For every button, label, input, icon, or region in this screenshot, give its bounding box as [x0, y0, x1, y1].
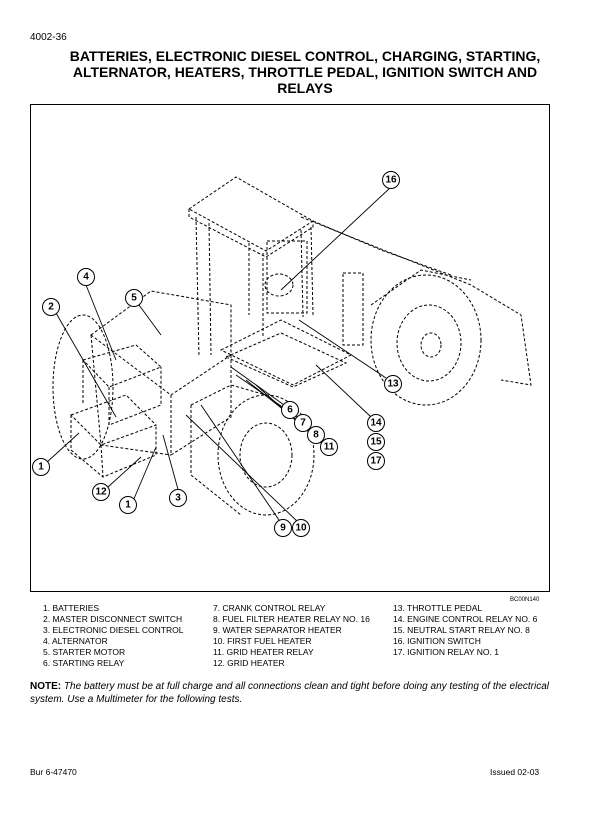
legend-column-1: 1. BATTERIES 2. MASTER DISCONNECT SWITCH…	[43, 603, 183, 668]
legend-item: 11. GRID HEATER RELAY	[213, 646, 314, 657]
callout-7: 7	[294, 414, 312, 432]
footer-doc-number: Bur 6-47470	[30, 767, 77, 777]
svg-text:14: 14	[370, 418, 382, 429]
callout-14: 14	[367, 414, 385, 432]
title-line-1: BATTERIES, ELECTRONIC DIESEL CONTROL, CH…	[69, 48, 541, 64]
callout-13: 13	[384, 375, 402, 393]
battery-box	[82, 344, 162, 388]
note-paragraph: NOTE: The battery must be at full charge…	[30, 681, 549, 706]
svg-text:13: 13	[387, 379, 399, 390]
title-line-3: RELAYS	[277, 80, 333, 96]
legend-column-2: 7. CRANK CONTROL RELAY 8. FUEL FILTER HE…	[213, 603, 370, 668]
footer-issue-date: Issued 02-03	[490, 767, 540, 777]
svg-text:3: 3	[175, 493, 181, 504]
callout-1: 1	[32, 458, 50, 476]
page-number: 4002-36	[30, 32, 67, 43]
callout-2: 2	[42, 298, 60, 316]
callout-16: 16	[382, 171, 400, 189]
note-label: NOTE:	[30, 681, 62, 692]
svg-text:11: 11	[324, 442, 335, 453]
radiator-front	[52, 314, 114, 460]
steering-wheel	[264, 273, 294, 297]
svg-text:4: 4	[83, 272, 89, 283]
svg-text:15: 15	[370, 437, 382, 448]
legend-item: 16. IGNITION SWITCH	[393, 635, 481, 646]
callout-17: 17	[367, 452, 385, 470]
svg-text:17: 17	[370, 456, 382, 467]
svg-text:2: 2	[48, 302, 54, 313]
svg-text:1: 1	[125, 500, 131, 511]
pedal-plate	[224, 332, 348, 388]
legend-item: 13. THROTTLE PEDAL	[393, 603, 483, 613]
callout-11: 11	[320, 438, 338, 456]
hood-top	[90, 290, 232, 396]
cab-floor	[219, 319, 353, 386]
rear-wheel-right	[370, 274, 482, 406]
legend-column-3: 13. THROTTLE PEDAL 14. ENGINE CONTROL RE…	[393, 603, 537, 658]
svg-text:8: 8	[313, 430, 319, 441]
svg-text:9: 9	[280, 523, 286, 534]
cab-roof	[188, 176, 314, 252]
legend-item: 9. WATER SEPARATOR HEATER	[213, 624, 342, 635]
legend-item: 5. STARTER MOTOR	[43, 646, 126, 657]
callout-12: 12	[92, 483, 110, 501]
callout-6: 6	[281, 401, 299, 419]
svg-text:7: 7	[300, 418, 306, 429]
figure-code: BC00N140	[510, 597, 540, 603]
legend-item: 7. CRANK CONTROL RELAY	[213, 603, 326, 613]
svg-text:10: 10	[295, 523, 307, 534]
legend-item: 17. IGNITION RELAY NO. 1	[393, 646, 499, 657]
legend-item: 4. ALTERNATOR	[43, 635, 108, 646]
callout-5: 5	[125, 289, 143, 307]
title-line-2: ALTERNATOR, HEATERS, THROTTLE PEDAL, IGN…	[72, 64, 538, 80]
hood-side	[170, 355, 232, 456]
figure-frame: 16 4 5 2 13 6 7 14 8 11 15 17 1 12 1 3 9…	[30, 104, 550, 592]
svg-text:6: 6	[287, 405, 293, 416]
svg-text:1: 1	[38, 462, 44, 473]
callout-10: 10	[292, 519, 310, 537]
legend-item: 6. STARTING RELAY	[43, 657, 125, 668]
callout-4: 4	[77, 268, 95, 286]
svg-text:5: 5	[131, 293, 137, 304]
note-text: The battery must be at full charge and a…	[30, 681, 549, 705]
legend-item: 3. ELECTRONIC DIESEL CONTROL	[43, 624, 184, 635]
callout-15: 15	[367, 433, 385, 451]
page-title: BATTERIES, ELECTRONIC DIESEL CONTROL, CH…	[20, 48, 590, 96]
legend-item: 1. BATTERIES	[43, 603, 100, 613]
legend-item: 12. GRID HEATER	[213, 657, 285, 668]
callout-8: 8	[307, 426, 325, 444]
battery-tray	[70, 394, 157, 446]
legend-item: 2. MASTER DISCONNECT SWITCH	[43, 613, 183, 624]
cab-roof-edge	[188, 209, 314, 258]
legend-item: 8. FUEL FILTER HEATER RELAY NO. 16	[213, 613, 370, 624]
legend-item: 10. FIRST FUEL HEATER	[213, 635, 312, 646]
svg-text:12: 12	[95, 487, 107, 498]
tractor-illustration: 16 4 5 2 13 6 7 14 8 11 15 17 1 12 1 3 9…	[32, 171, 532, 537]
legend-item: 15. NEUTRAL START RELAY NO. 8	[393, 624, 530, 635]
svg-text:16: 16	[385, 175, 397, 186]
legend-item: 14. ENGINE CONTROL RELAY NO. 6	[393, 613, 538, 624]
front-wheel-left	[217, 394, 315, 516]
rear-fender	[300, 216, 532, 386]
callout-1-lower: 1	[119, 496, 137, 514]
callout-9: 9	[274, 519, 292, 537]
callout-3: 3	[169, 489, 187, 507]
